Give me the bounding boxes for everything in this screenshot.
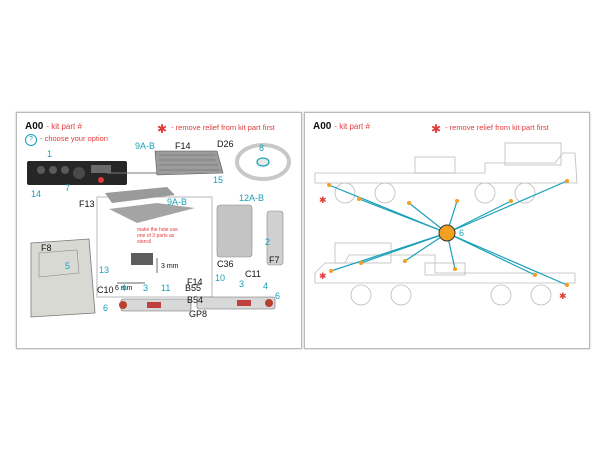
star-icon: ✱ — [431, 122, 442, 136]
callout-7: 7 — [65, 183, 71, 193]
instruction-sheet-right: A00- kit part # ✱- remove relief from ki… — [304, 112, 590, 349]
kit-part-caption: - kit part # — [46, 122, 82, 131]
option-caption: - choose your option — [40, 134, 108, 143]
callout-f7: F7 — [269, 255, 280, 265]
option-legend: ?- choose your option — [25, 134, 108, 146]
holder-part — [216, 204, 253, 258]
callout-9a-b: 9A-B — [135, 141, 156, 151]
relief-note: ✱- remove relief from kit part first — [431, 122, 549, 136]
light-spokes — [328, 180, 568, 286]
callout-f13: F13 — [79, 199, 95, 209]
kit-part-legend: A00- kit part # — [25, 121, 82, 132]
bracket-part — [105, 187, 175, 203]
kit-part-code: A00 — [313, 121, 332, 132]
truck-diagram: ✱ ✱ ✱ — [314, 142, 578, 306]
detail-inset — [96, 196, 213, 298]
callout-4b: 4 — [263, 281, 269, 291]
callout-1: 1 — [47, 149, 53, 159]
callout-5: 5 — [65, 261, 71, 271]
callout-2: 2 — [265, 237, 271, 247]
callout-12a-b: 12A-B — [239, 193, 265, 203]
stencil-part — [131, 253, 153, 265]
star-icon: ✱ — [157, 122, 168, 136]
light-points — [327, 179, 569, 287]
kit-part-legend: A00- kit part # — [313, 121, 370, 132]
callout-c10: C10 — [97, 285, 114, 295]
mesh-grille — [154, 150, 224, 176]
f7-part — [266, 210, 284, 266]
hub-label: 6 — [459, 228, 465, 238]
callout-3b: 3 — [239, 279, 245, 289]
callout-11: 11 — [161, 283, 171, 293]
callout-3: 3 — [143, 283, 149, 293]
question-circle-icon: ? — [25, 134, 37, 146]
dimension-6mm: 6 mm — [115, 285, 133, 292]
callout-f8: F8 — [41, 243, 52, 253]
callout-inset-9a-b: 9A-B — [167, 197, 188, 207]
svg-text:✱: ✱ — [319, 271, 327, 281]
callout-6: 6 — [103, 303, 109, 313]
steering-wheel — [235, 143, 291, 181]
svg-text:✱: ✱ — [319, 195, 327, 205]
callout-14: 14 — [31, 189, 42, 199]
dimension-3mm: 3 mm — [161, 263, 179, 270]
relief-stars: ✱ ✱ ✱ — [319, 195, 567, 301]
callout-f14: F14 — [175, 141, 191, 151]
hole-note: make the hole use one of 3 parts as sten… — [137, 227, 178, 245]
dashboard-panel — [27, 161, 167, 185]
callout-c11: C11 — [245, 269, 261, 279]
relief-note: ✱- remove relief from kit part first — [157, 122, 275, 136]
instruction-sheet-left: A00- kit part # ✱- remove relief from ki… — [16, 112, 302, 349]
callout-b55: B55 — [185, 283, 202, 293]
callout-10: 10 — [215, 273, 226, 283]
assembly-diagram — [27, 143, 291, 318]
relief-note-text: - remove relief from kit part first — [445, 123, 549, 132]
callout-f14-lower: F14 — [187, 277, 203, 287]
svg-text:✱: ✱ — [559, 291, 567, 301]
truck-upper — [314, 142, 578, 204]
callout-13: 13 — [99, 265, 110, 275]
kit-part-caption: - kit part # — [334, 122, 370, 131]
kit-part-code: A00 — [25, 121, 44, 132]
door-panel — [30, 238, 96, 318]
callout-d26: D26 — [217, 139, 234, 149]
light-bar — [119, 296, 276, 312]
callout-6b: 6 — [275, 291, 281, 301]
callout-gp8: GP8 — [189, 309, 208, 319]
inset-plate — [109, 203, 195, 223]
callout-8: 8 — [259, 143, 265, 153]
callout-4: 4 — [121, 283, 127, 293]
callout-b54: B54 — [187, 295, 204, 305]
relief-note-text: - remove relief from kit part first — [171, 123, 275, 132]
callout-15: 15 — [213, 175, 224, 185]
light-hub — [438, 224, 456, 242]
callout-c36: C36 — [217, 259, 234, 269]
